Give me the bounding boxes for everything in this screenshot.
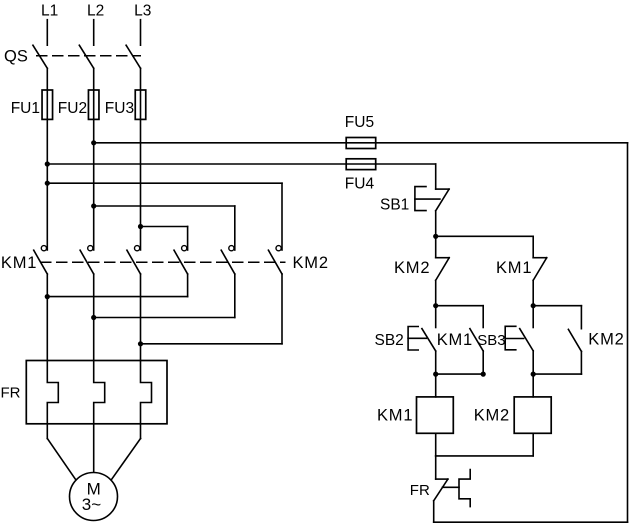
svg-text:KM1: KM1 xyxy=(1,254,37,272)
svg-text:KM2: KM2 xyxy=(588,331,624,349)
svg-text:SB2: SB2 xyxy=(375,332,404,349)
svg-text:L2: L2 xyxy=(87,3,104,20)
svg-text:FR: FR xyxy=(1,385,21,402)
svg-text:KM2: KM2 xyxy=(293,254,329,272)
svg-text:KM2: KM2 xyxy=(474,407,510,425)
svg-text:KM1: KM1 xyxy=(496,259,532,277)
svg-text:L1: L1 xyxy=(41,3,58,20)
svg-text:KM2: KM2 xyxy=(394,259,430,277)
svg-text:FR: FR xyxy=(410,482,430,499)
svg-text:SB1: SB1 xyxy=(380,197,409,214)
svg-text:SB3: SB3 xyxy=(477,332,505,349)
svg-text:FU5: FU5 xyxy=(345,114,374,131)
svg-text:FU4: FU4 xyxy=(345,176,375,193)
svg-text:KM1: KM1 xyxy=(437,331,473,349)
svg-text:FU2: FU2 xyxy=(58,100,87,117)
svg-text:M: M xyxy=(87,479,101,498)
svg-text:FU1: FU1 xyxy=(11,100,40,117)
svg-text:FU3: FU3 xyxy=(105,100,134,117)
svg-text:3~: 3~ xyxy=(82,495,101,514)
svg-text:KM1: KM1 xyxy=(377,407,413,425)
svg-text:QS: QS xyxy=(4,48,28,66)
svg-text:L3: L3 xyxy=(134,3,151,20)
